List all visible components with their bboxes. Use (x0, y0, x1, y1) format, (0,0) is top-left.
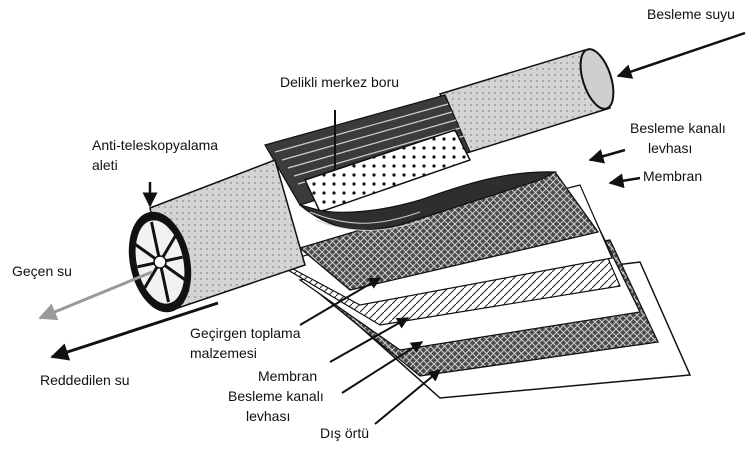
besleme-suyu-arrow (618, 33, 745, 76)
label-membran-bottom: Membran (258, 368, 317, 385)
label-besleme-kanali-levhasi-bottom-2: levhası (246, 408, 290, 425)
label-delikli-merkez-boru: Delikli merkez boru (280, 74, 399, 91)
unrolled-sheets (280, 172, 690, 398)
membran-top-arrow (610, 178, 640, 183)
besleme-kanali-top-arrow (590, 150, 625, 160)
label-reddedilen-su: Reddedilen su (40, 372, 130, 389)
label-anti-teleskopyalama-2: aleti (92, 157, 118, 174)
label-gecirgen-toplama-1: Geçirgen toplama (190, 325, 301, 342)
center-hub (154, 256, 166, 268)
label-gecirgen-toplama-2: malzemesi (190, 345, 257, 362)
label-besleme-suyu: Besleme suyu (647, 6, 735, 23)
label-gecen-su: Geçen su (12, 263, 72, 280)
label-dis-ortu: Dış örtü (320, 425, 369, 442)
label-besleme-kanali-levhasi-top-2: levhası (648, 140, 692, 157)
dis-ortu-arrow (375, 370, 440, 424)
label-besleme-kanali-levhasi-top-1: Besleme kanalı (630, 120, 726, 137)
label-anti-teleskopyalama-1: Anti-teleskopyalama (92, 137, 218, 154)
label-membran-top: Membran (643, 168, 702, 185)
label-besleme-kanali-levhasi-bottom-1: Besleme kanalı (228, 388, 324, 405)
